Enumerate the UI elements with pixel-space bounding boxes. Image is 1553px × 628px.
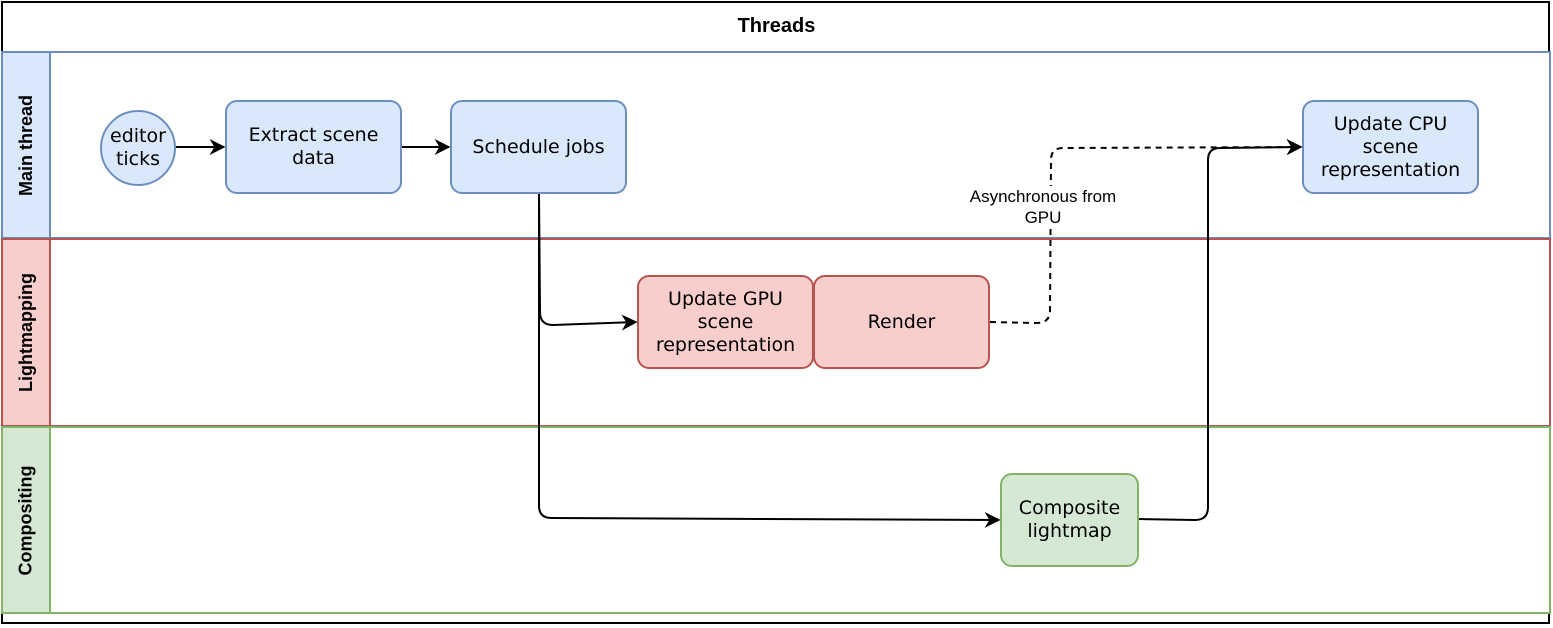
node-extract-scene-data-label: Extract scene data [248,124,379,169]
edge-label-async: Asynchronous from GPU [953,186,1133,228]
node-extract-scene-data[interactable]: Extract scene data [225,100,402,194]
lane-header-compositing: Compositing [1,426,51,614]
node-composite-lightmap[interactable]: Composite lightmap [1000,473,1139,567]
lane-header-main-thread: Main thread [1,51,51,239]
lane-body-compositing [51,426,1551,614]
lane-header-lightmapping: Lightmapping [1,238,51,427]
node-render-label: Render [867,310,936,333]
node-update-cpu[interactable]: Update CPU scene representation [1302,100,1479,194]
node-schedule-jobs[interactable]: Schedule jobs [450,100,627,194]
node-editor-ticks-label: editor ticks [110,125,166,170]
node-editor-ticks[interactable]: editor ticks [100,110,176,186]
node-update-gpu-label: Update GPU scene representation [655,287,796,356]
lane-label-compositing: Compositing [15,465,36,575]
node-schedule-jobs-label: Schedule jobs [472,135,605,158]
node-render[interactable]: Render [813,275,990,369]
node-update-gpu[interactable]: Update GPU scene representation [637,275,814,369]
node-update-cpu-label: Update CPU scene representation [1320,112,1461,181]
lane-label-lightmapping: Lightmapping [15,273,36,392]
lane-compositing: Compositing [1,426,1551,614]
node-composite-lightmap-label: Composite lightmap [1018,497,1121,542]
diagram-title: Threads [737,14,816,37]
lane-label-main-thread: Main thread [15,94,36,196]
